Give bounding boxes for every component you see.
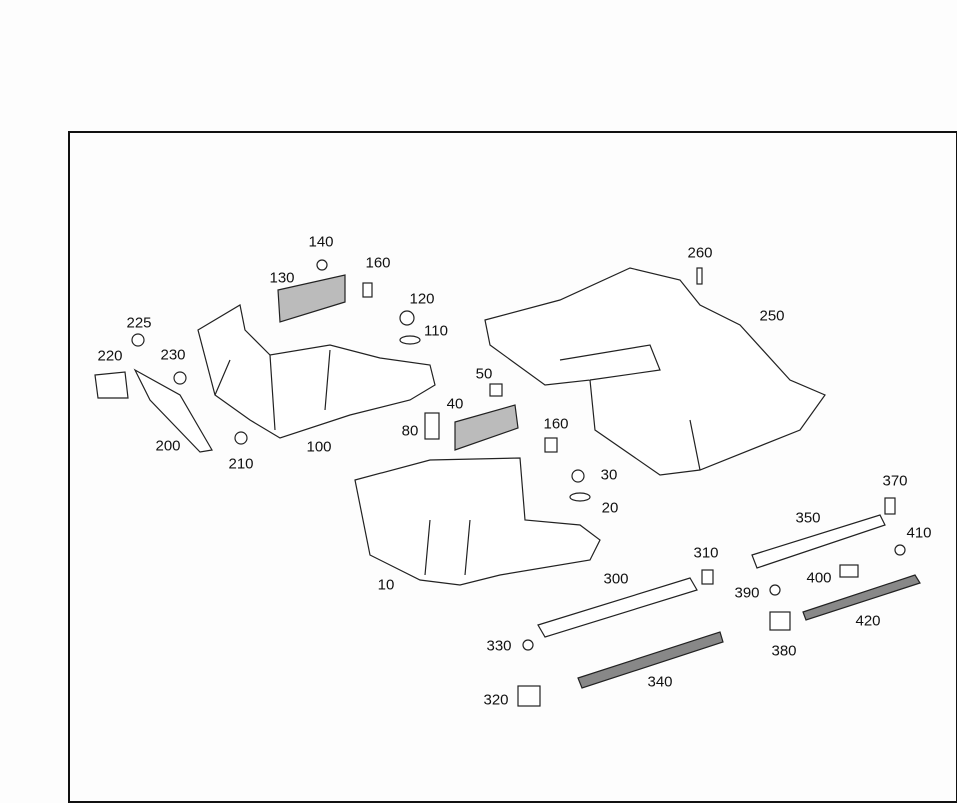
callout-380: 380 bbox=[771, 642, 797, 660]
callout-300: 300 bbox=[603, 570, 629, 588]
callout-20: 20 bbox=[601, 499, 619, 517]
part-small-fasteners bbox=[316, 259, 703, 502]
callout-330: 330 bbox=[486, 637, 512, 655]
callout-400: 400 bbox=[806, 569, 832, 587]
callout-350: 350 bbox=[795, 509, 821, 527]
callout-40: 40 bbox=[446, 395, 464, 413]
callout-140: 140 bbox=[308, 233, 334, 251]
callout-50: 50 bbox=[475, 365, 493, 383]
callout-250: 250 bbox=[759, 307, 785, 325]
callout-225: 225 bbox=[126, 314, 152, 332]
callout-80: 80 bbox=[401, 422, 419, 440]
part-250-front-carpet bbox=[484, 267, 826, 476]
callout-230: 230 bbox=[160, 346, 186, 364]
callout-30: 30 bbox=[600, 466, 618, 484]
callout-160-b: 160 bbox=[543, 415, 569, 433]
sill-plates bbox=[517, 497, 921, 707]
part-100-rear-carpet bbox=[197, 304, 436, 439]
callout-410: 410 bbox=[906, 524, 932, 542]
callout-310: 310 bbox=[693, 544, 719, 562]
part-40-mesh-pad bbox=[454, 404, 519, 451]
callout-320: 320 bbox=[483, 691, 509, 709]
callout-100: 100 bbox=[306, 438, 332, 456]
callout-10: 10 bbox=[377, 576, 395, 594]
callout-340: 340 bbox=[647, 673, 673, 691]
callout-200: 200 bbox=[155, 437, 181, 455]
callout-120: 120 bbox=[409, 290, 435, 308]
part-130-mesh-pad bbox=[277, 274, 346, 323]
callout-130: 130 bbox=[269, 269, 295, 287]
callout-370: 370 bbox=[882, 472, 908, 490]
callout-160: 160 bbox=[365, 254, 391, 272]
part-10-rear-floor bbox=[354, 457, 601, 586]
callout-220: 220 bbox=[97, 347, 123, 365]
callout-110: 110 bbox=[424, 322, 448, 340]
callout-210: 210 bbox=[228, 455, 254, 473]
part-200-bracket bbox=[94, 333, 248, 453]
callout-390: 390 bbox=[734, 584, 760, 602]
callout-420: 420 bbox=[855, 612, 881, 630]
callout-260: 260 bbox=[687, 244, 713, 262]
